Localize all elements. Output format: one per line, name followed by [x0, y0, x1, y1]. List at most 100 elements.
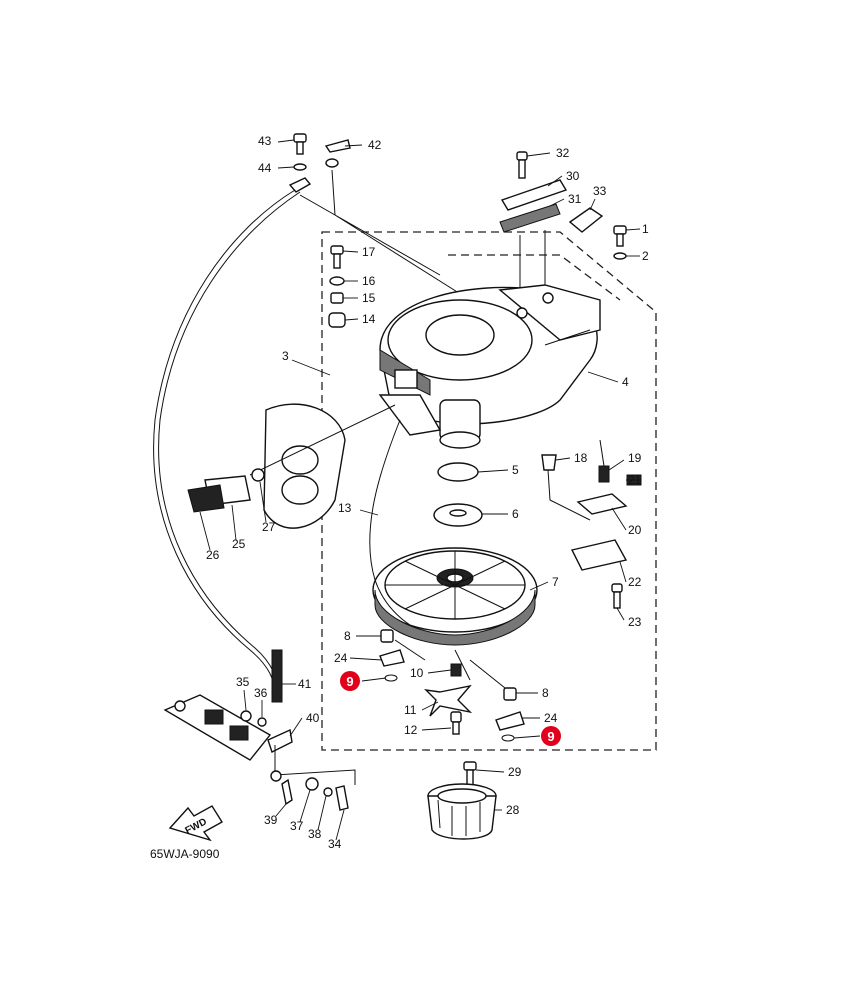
clip-38 — [323, 787, 333, 797]
bolt-23 — [611, 583, 623, 609]
bracket-40 — [267, 728, 293, 753]
cable-41-sheath — [158, 191, 301, 701]
callout-leader-c40 — [289, 717, 303, 737]
callout-label-c33: 33 — [593, 184, 607, 198]
callout-label-c42: 42 — [368, 138, 382, 152]
washer-16 — [329, 276, 345, 286]
washer-44 — [293, 163, 307, 171]
highlight-layer: 99 — [340, 671, 561, 746]
bolt-1 — [613, 225, 627, 247]
handle-25 — [187, 475, 251, 513]
callout-label-c36: 36 — [254, 686, 268, 700]
callout-label-c6: 6 — [512, 507, 519, 521]
pin-39 — [281, 778, 293, 806]
callout-leader-c5 — [477, 469, 509, 473]
drive-plate-11 — [424, 684, 473, 717]
callout-leader-c3 — [291, 359, 331, 376]
callout-label-c30: 30 — [566, 169, 580, 183]
callout-label-c16: 16 — [362, 274, 376, 288]
pulley-cup-28 — [427, 783, 497, 840]
callout-leader-c44 — [277, 166, 295, 169]
callout-leader-c43 — [277, 139, 295, 143]
callout-label-c26: 26 — [206, 548, 220, 562]
callout-label-c14: 14 — [362, 312, 376, 326]
callout-leader-c32 — [526, 152, 551, 157]
cover-plate-3 — [263, 403, 346, 529]
bolt-32 — [516, 151, 528, 179]
callout-leader-c11 — [421, 701, 439, 711]
callout-leader-c12 — [421, 727, 452, 731]
guide-lower — [394, 639, 506, 689]
assembly-boundary — [321, 231, 657, 751]
callout-leader-c31 — [549, 198, 565, 207]
spring-19 — [598, 465, 610, 483]
callout-label-c24b: 24 — [544, 711, 558, 725]
highlight-label-h9b: 9 — [547, 729, 554, 744]
callout-leader-c27 — [259, 481, 267, 523]
bolt-35 — [240, 710, 252, 722]
callout-label-c2: 2 — [642, 249, 649, 263]
callout-leader-c35 — [243, 689, 247, 711]
linkage-assembly — [163, 694, 356, 811]
callout-leader-c39 — [275, 803, 287, 817]
callout-label-c7: 7 — [552, 575, 559, 589]
callout-label-c8a: 8 — [344, 629, 351, 643]
callout-leader-c19 — [608, 459, 625, 471]
assembly-boundary-inner — [448, 254, 621, 301]
callout-leader-c23 — [616, 607, 625, 621]
callout-label-c39: 39 — [264, 813, 278, 827]
starter-case-4 — [378, 284, 601, 449]
callout-leader-c20 — [611, 507, 627, 531]
callout-leader-c24a — [349, 657, 383, 661]
callout-leader-c1 — [625, 228, 641, 231]
callout-leader-c34 — [335, 809, 345, 841]
cable-clamp-42 — [324, 139, 351, 153]
callout-leader-c10 — [427, 669, 452, 674]
callout-leader-c29 — [475, 769, 505, 773]
callout-label-c28: 28 — [506, 803, 520, 817]
callout-label-c44: 44 — [258, 161, 272, 175]
spring-9-lower — [501, 734, 515, 742]
callout-label-c37: 37 — [290, 819, 304, 833]
callout-label-c41: 41 — [298, 677, 312, 691]
pawl-24-upper — [379, 649, 405, 667]
plate-31 — [499, 203, 561, 233]
lever-20 — [576, 493, 628, 515]
cable-41 — [153, 189, 296, 701]
callout-label-c40: 40 — [306, 711, 320, 725]
grommet-14 — [328, 312, 346, 328]
guide-lines-top — [299, 169, 546, 310]
callout-label-c23: 23 — [628, 615, 642, 629]
callout-label-c25: 25 — [232, 537, 246, 551]
plate-5 — [437, 462, 479, 482]
callout-label-c10: 10 — [410, 666, 424, 680]
callout-label-c21: 21 — [628, 473, 642, 487]
plate-30 — [500, 179, 568, 211]
callout-label-c8b: 8 — [542, 686, 549, 700]
bolt-12 — [450, 711, 462, 735]
rope-knot-27 — [251, 468, 265, 482]
washer-37 — [305, 777, 319, 791]
callout-label-c12: 12 — [404, 723, 418, 737]
callout-leader-c22 — [619, 561, 627, 583]
clamp-ring — [325, 158, 339, 168]
callout-leader-c33 — [589, 198, 596, 211]
callout-label-c13: 13 — [338, 501, 352, 515]
nut-36 — [257, 717, 267, 727]
callout-leader-c13 — [359, 509, 379, 516]
plate-22 — [570, 539, 628, 571]
callout-label-c34: 34 — [328, 837, 342, 851]
callout-label-c32: 32 — [556, 146, 570, 160]
callout-leader-c14 — [344, 318, 359, 321]
pawl-24-lower — [495, 711, 525, 731]
bolt-17 — [330, 245, 344, 269]
diagram-code: 65WJA-9090 — [150, 847, 220, 861]
collar-15 — [330, 292, 344, 304]
callout-label-c22: 22 — [628, 575, 642, 589]
callout-label-c18: 18 — [574, 451, 588, 465]
callout-leader-c30 — [547, 175, 563, 187]
callout-label-c38: 38 — [308, 827, 322, 841]
callout-label-c3: 3 — [282, 349, 289, 363]
highlight-label-h9a: 9 — [346, 674, 353, 689]
highlight-leader-h9b — [513, 735, 541, 739]
